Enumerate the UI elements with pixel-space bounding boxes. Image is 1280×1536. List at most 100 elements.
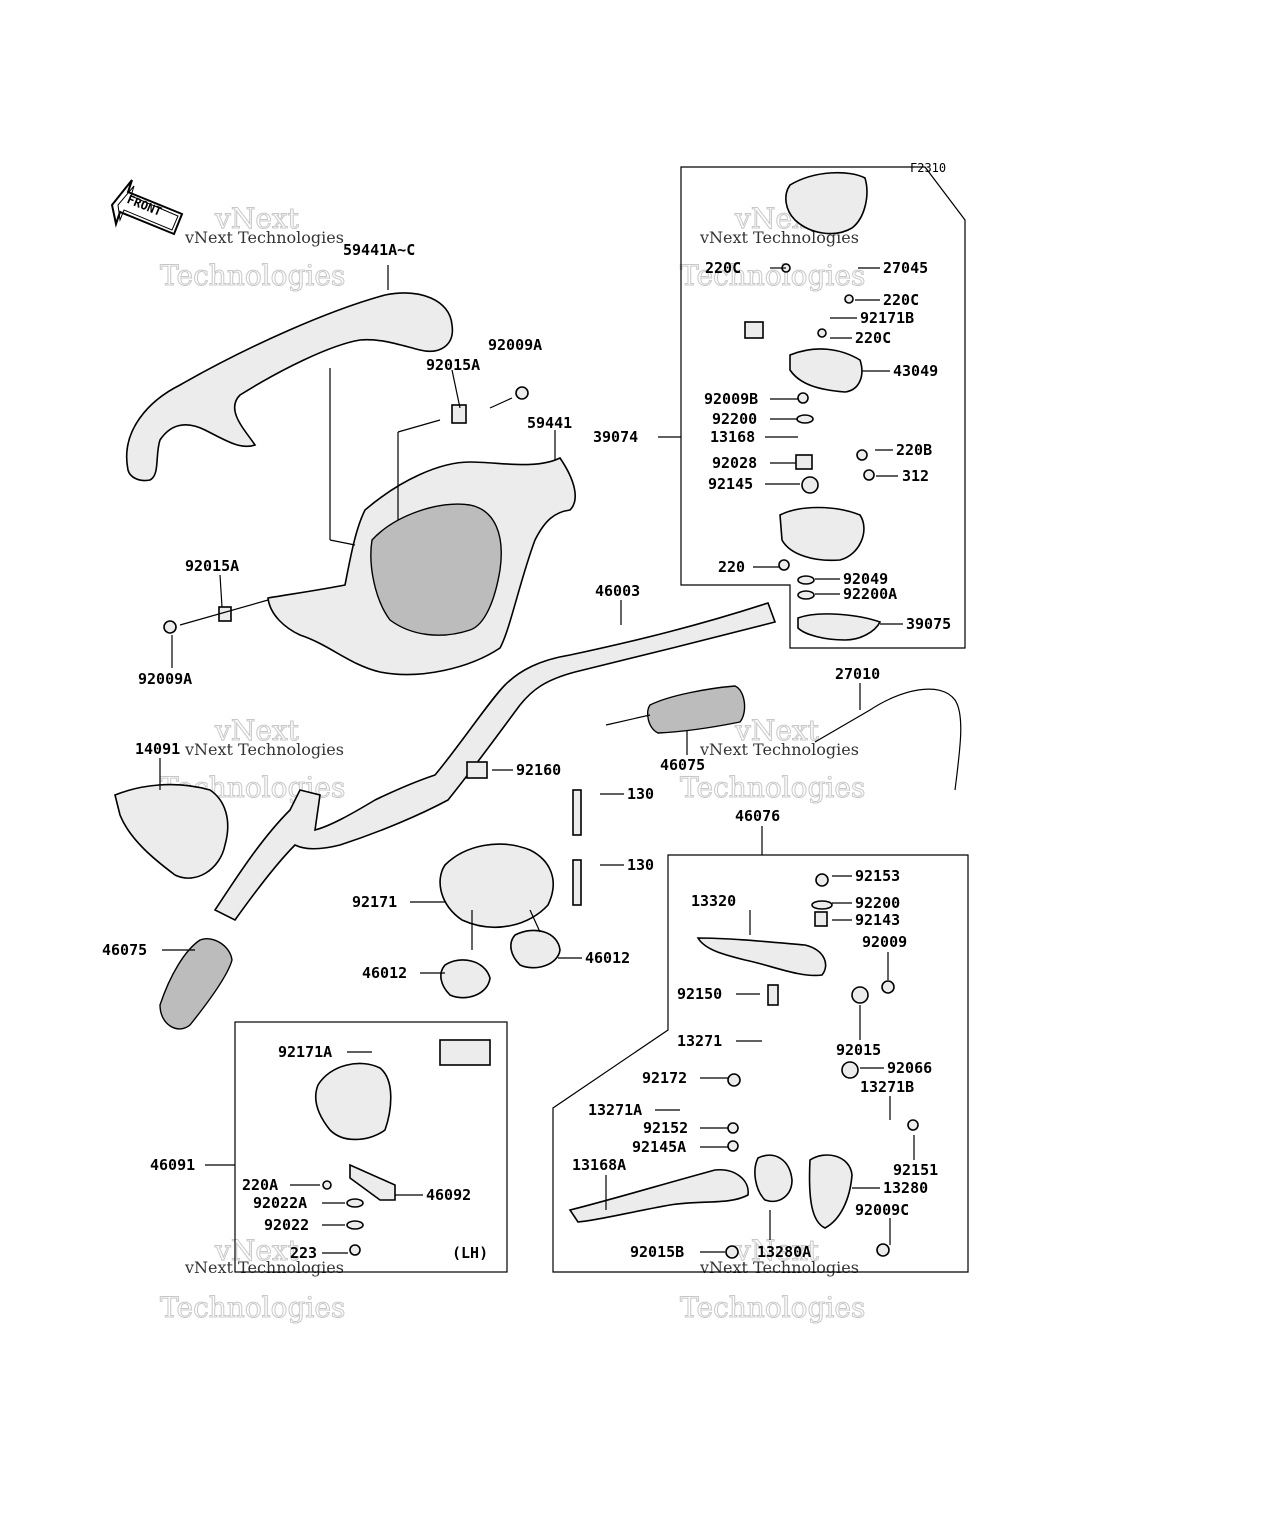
clamp-46012-left [440,959,491,999]
collar-icon [795,454,813,470]
watermark-text: vNext Technologies [699,740,859,759]
washer-icon [346,1198,364,1208]
part-label: 14091 [135,740,180,758]
part-label: 92172 [642,1069,687,1087]
nut-icon [863,469,875,481]
frame-39074 [680,166,966,649]
part-label: 92150 [677,985,722,1003]
part-label: 220C [883,291,919,309]
watermark-text: Technologies [160,1291,345,1324]
bolt-icon [767,984,779,1006]
part-label: 92009C [855,1201,909,1219]
part-label: 92171B [860,309,914,327]
part-label: 92153 [855,867,900,885]
handlebar [213,602,777,922]
watermark-text: vNext [734,1234,820,1267]
bolt-icon [876,1243,890,1257]
lever-13168a [568,1169,749,1223]
part-label: 39075 [906,615,951,633]
part-label: 13271 [677,1032,722,1050]
screw-icon [817,328,827,338]
part-label: 92171A [278,1043,332,1061]
screw-icon [163,620,177,634]
part-label: 92022A [253,1194,307,1212]
part-label: 220C [705,259,741,277]
collar-icon [814,911,828,927]
part-label: 13271A [588,1101,642,1119]
part-label: 46012 [585,949,630,967]
part-label: 312 [902,467,929,485]
part-label: 92145 [708,475,753,493]
washer-icon [346,1220,364,1230]
connector-icon [744,321,764,339]
nut-icon [725,1245,739,1259]
part-label: 92171 [352,893,397,911]
watermark-text: vNext [214,202,300,235]
screw-icon [844,294,854,304]
figure-id: F2310 [910,161,946,175]
watermark-top-left: vNext Technologies vNext Technologies [160,202,346,293]
bar-end-weight [114,783,229,879]
part-label: 220C [855,329,891,347]
screw-icon [797,392,809,404]
part-label: 92028 [712,454,757,472]
watermark-text: vNext [214,1234,300,1267]
part-label: 13320 [691,892,736,910]
part-label: 130 [627,785,654,803]
part-label: 92151 [893,1161,938,1179]
watermark-text: Technologies [680,259,865,292]
lever-46092 [349,1163,396,1201]
part-label: 220B [896,441,932,459]
watermark-text: Technologies [160,259,345,292]
front-arrow-icon: FRONT [110,179,184,236]
frame-46091 [234,1021,508,1273]
watermark-text: vNext [734,714,820,747]
part-label: 59441A~C [343,241,415,259]
washer-icon [811,900,833,910]
part-label: 92200A [843,585,897,603]
part-label: 46091 [150,1156,195,1174]
part-label: 59441 [527,414,572,432]
part-label: 39074 [593,428,638,446]
part-label: 27010 [835,665,880,683]
screw-icon [727,1073,741,1087]
part-label: 46075 [102,941,147,959]
throttle-cable [814,688,962,791]
clamp-46012-right [510,929,561,969]
part-label: 220 [718,558,745,576]
bracket-13280a [754,1154,793,1202]
part-label: 130 [627,856,654,874]
screw-icon [907,1119,919,1131]
cap-icon [841,1061,859,1079]
part-label: 92015A [426,356,480,374]
part-label: 43049 [893,362,938,380]
part-label: 92009A [488,336,542,354]
part-label: 46003 [595,582,640,600]
part-label: 46075 [660,756,705,774]
part-label: 13271B [860,1078,914,1096]
part-label: 220A [242,1176,278,1194]
cover-43049 [789,348,863,393]
washer-icon [797,590,815,600]
throttle-case-body [779,506,865,562]
screw-icon [515,386,529,400]
part-label: 92200 [855,894,900,912]
washer-icon [797,575,815,585]
watermark-text: Technologies [680,1291,865,1324]
part-label: 92015 [836,1041,881,1059]
part-label: 46012 [362,964,407,982]
watermark-mid-right: vNext Technologies vNext Technologies [680,714,866,805]
nut-icon [727,1122,739,1134]
frame-46076 [552,854,969,1273]
connector-icon [439,1039,491,1066]
washer-icon [851,986,869,1004]
collar-icon [466,761,488,779]
part-label: 92009A [138,670,192,688]
spring-icon [801,476,819,494]
watermark-text: Technologies [680,771,865,804]
part-label: 13168 [710,428,755,446]
part-label: 13280 [883,1179,928,1197]
part-label: 13280A [757,1243,811,1261]
hardware-parts [163,263,919,1259]
master-cylinder-13280 [808,1154,853,1229]
